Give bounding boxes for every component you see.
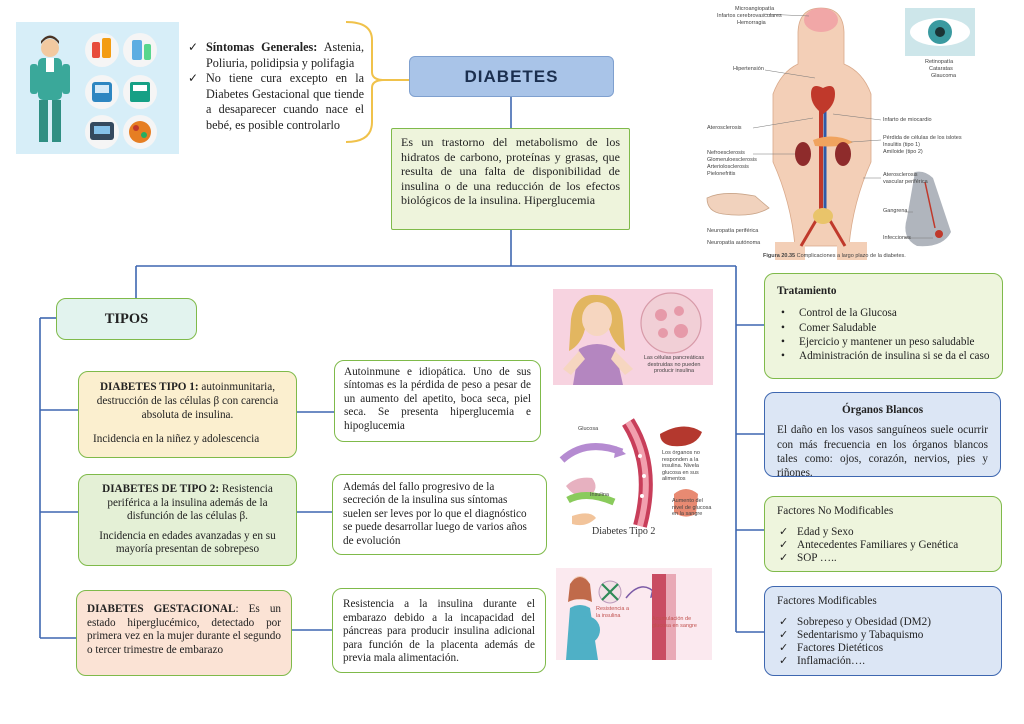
- complication-label: Aterosclerosis: [707, 125, 742, 131]
- gestacional-box: DIABETES GESTACIONAL: Es un estado hiper…: [76, 590, 292, 676]
- complication-label: Arteriolosclerosis: [707, 164, 749, 170]
- tipo2-caption: Diabetes Tipo 2: [592, 526, 656, 537]
- complication-label: Cataratas: [929, 66, 953, 72]
- tipo1-box: DIABETES TIPO 1: autoinmunitaria, destru…: [78, 371, 297, 458]
- tipo2-organos-label: Los órganos no responden a la insulina. …: [662, 450, 700, 482]
- tipo2-figure: [559, 418, 702, 528]
- general-note-item: No tiene cura excepto en la Diabetes Ges…: [186, 71, 364, 133]
- gestational-acumulacion-label: Acumulación de glucosa en sangre: [652, 616, 697, 629]
- tipo2-detail-box: Además del fallo progresivo de la secrec…: [332, 474, 547, 555]
- complication-label: Retinopatía: [925, 59, 954, 65]
- general-note-item: Síntomas Generales: Astenia, Poliuria, p…: [186, 40, 364, 71]
- tipo2-definition: DIABETES DE TIPO 2: Resistencia periféri…: [102, 483, 273, 523]
- tipo2-aumento-label: Aumento del nivel de glucosa en la sangr…: [672, 498, 712, 517]
- tipo1-definition: DIABETES TIPO 1: autoinmunitaria, destru…: [96, 381, 279, 421]
- organos-box: Órganos Blancos El daño en los vasos san…: [764, 392, 1001, 480]
- general-notes: Síntomas Generales: Astenia, Poliuria, p…: [186, 40, 364, 134]
- tipo1-incidence: Incidencia en la niñez y adolescencia: [93, 433, 260, 445]
- no-modificables-item: Edad y Sexo: [777, 526, 989, 539]
- medical-icons-illustration: [30, 33, 157, 149]
- tratamiento-item: Control de la Glucosa: [777, 306, 990, 321]
- tipo2-detail: Además del fallo progresivo de la secrec…: [343, 481, 527, 547]
- gestacional-detail-box: Resistencia a la insulina durante el emb…: [332, 588, 546, 673]
- figure-caption: Figura 20.35 Complicaciones a largo plaz…: [763, 253, 906, 259]
- complication-label: Neuropatía autónoma: [707, 240, 761, 246]
- complication-label: Glomeruloesclerosis: [707, 157, 757, 163]
- medical-icons-panel: [16, 22, 179, 154]
- tipo1-detail-box: Autoinmune e idiopática. Uno de sus sínt…: [334, 360, 541, 442]
- main-title: DIABETES: [464, 66, 559, 86]
- girl-illustration: Las células pancreáticas destruidas no p…: [553, 289, 713, 385]
- complication-label: Hemorragia: [737, 20, 766, 26]
- definition-box: Es un trastorno del metabolismo de los h…: [391, 128, 630, 230]
- tratamiento-item: Comer Saludable: [777, 321, 990, 336]
- modificables-box: Factores Modificables Sobrepeso y Obesid…: [764, 586, 1002, 676]
- complication-label: vascular periférica: [883, 179, 928, 185]
- modificables-item: Sedentarismo y Tabaquismo: [777, 629, 989, 642]
- complication-label: Pielonefritis: [707, 171, 736, 177]
- main-title-box: DIABETES: [409, 56, 614, 97]
- tratamiento-title: Tratamiento: [777, 285, 837, 297]
- modificables-item: Inflamación….: [777, 655, 989, 668]
- complication-label: Infecciones: [883, 235, 911, 241]
- tipos-box: TIPOS: [56, 298, 197, 340]
- complications-figure: [706, 7, 975, 260]
- tratamiento-box: Tratamiento Control de la Glucosa Comer …: [764, 273, 1003, 379]
- definition-text: Es un trastorno del metabolismo de los h…: [401, 135, 620, 208]
- tipo2-insulina-label: Insulina: [590, 492, 609, 498]
- tratamiento-item: Ejercicio y mantener un peso saludable: [777, 335, 990, 350]
- organos-text: El daño en los vasos sanguíneos suele oc…: [777, 424, 988, 480]
- tipo2-box: DIABETES DE TIPO 2: Resistencia periféri…: [78, 474, 297, 566]
- no-modificables-item: SOP …..: [777, 552, 989, 565]
- gestational-figure: [566, 574, 676, 660]
- no-modificables-title: Factores No Modificables: [777, 505, 894, 517]
- complications-illustration: Microangiopatía Infartos cerebrovascular…: [703, 2, 1021, 264]
- girl-caption: Las células pancreáticas destruidas no p…: [643, 355, 705, 374]
- complication-label: Infartos cerebrovasculares: [717, 13, 782, 19]
- no-modificables-item: Antecedentes Familiares y Genética: [777, 539, 989, 552]
- girl-figure: [563, 292, 702, 385]
- gestacional-detail: Resistencia a la insulina durante el emb…: [343, 598, 535, 665]
- complication-label: Microangiopatía: [735, 6, 775, 12]
- gestational-illustration: Resistencia a la insulina Acumulación de…: [556, 568, 712, 660]
- tipo2-illustration: Glucosa Insulina Los órganos no responde…: [556, 416, 712, 544]
- modificables-item: Sobrepeso y Obesidad (DM2): [777, 616, 989, 629]
- organos-title: Órganos Blancos: [841, 404, 924, 416]
- complication-label: Nefroesclerosis: [707, 150, 745, 156]
- gestational-resistencia-label: Resistencia a la insulina: [596, 606, 630, 619]
- complication-label: Infarto de miocardio: [883, 117, 932, 123]
- tipo2-incidence: Incidencia en edades avanzadas y en su m…: [99, 529, 276, 556]
- tipos-label: TIPOS: [104, 310, 149, 327]
- modificables-item: Factores Dietéticos: [777, 642, 989, 655]
- no-modificables-box: Factores No Modificables Edad y Sexo Ant…: [764, 496, 1002, 572]
- tipo2-glucosa-label: Glucosa: [578, 426, 599, 432]
- complication-label: Amiloide (tipo 2): [883, 149, 923, 155]
- complication-label: Pérdida de células de los islotes: [883, 135, 962, 141]
- complication-label: Neuropatía periférica: [707, 228, 759, 234]
- complication-label: Aterosclerosis: [883, 172, 918, 178]
- complication-label: Glaucoma: [931, 73, 957, 79]
- complication-label: Insulitis (tipo 1): [883, 142, 920, 148]
- tratamiento-item: Administración de insulina si se da el c…: [777, 349, 990, 364]
- tipo1-detail: Autoinmune e idiopática. Uno de sus sínt…: [344, 366, 531, 432]
- complication-label: Hipertensión: [733, 66, 764, 72]
- complication-label: Gangrena: [883, 208, 908, 214]
- modificables-title: Factores Modificables: [777, 595, 877, 607]
